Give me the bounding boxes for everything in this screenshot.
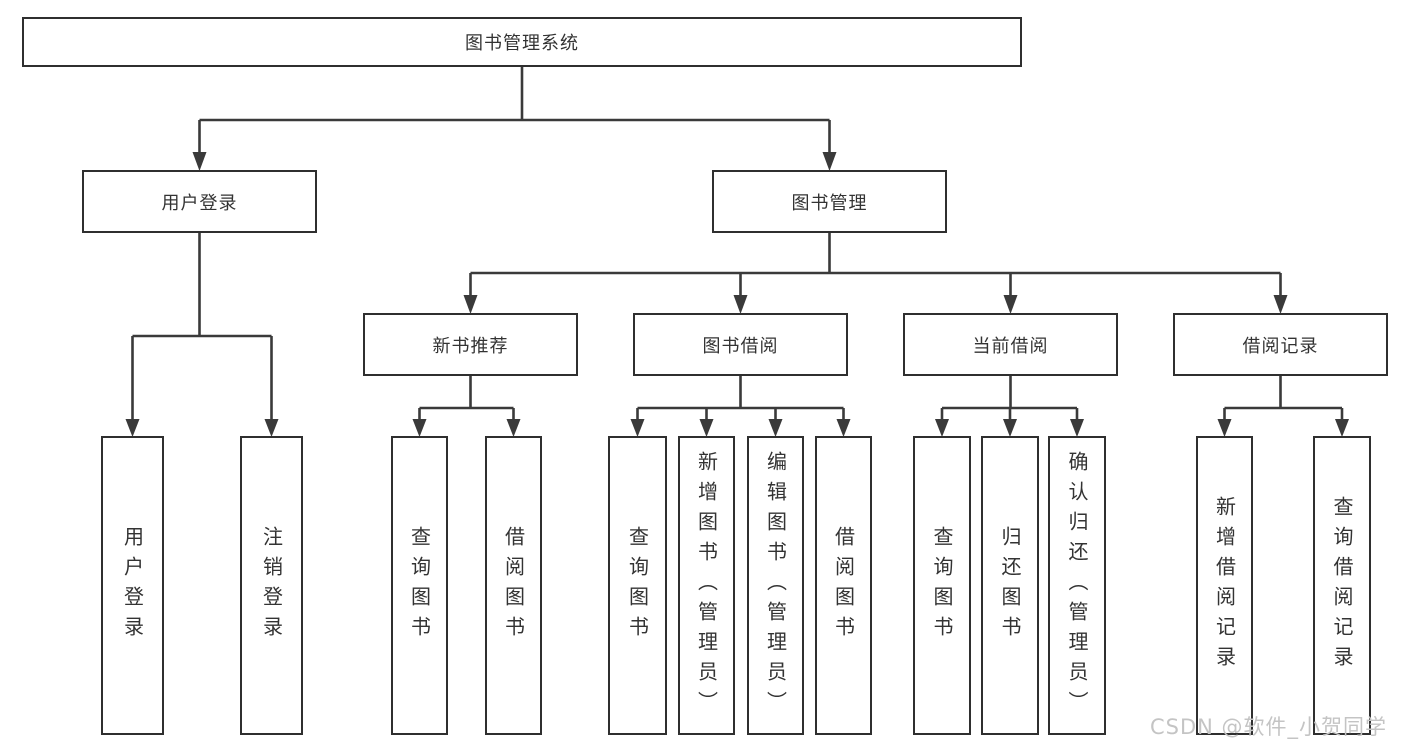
node-current-borrow: 当前借阅 <box>903 313 1118 376</box>
node-label: 图书借阅 <box>702 335 779 357</box>
leaf-label: 新增借阅记录 <box>1212 495 1237 676</box>
leaf-label: 借阅图书 <box>501 525 526 646</box>
leaf-label: 注销登录 <box>259 525 284 646</box>
node-label: 用户登录 <box>161 192 238 214</box>
leaf-return-books: 归还图书 <box>981 436 1039 735</box>
leaf-label: 用户登录 <box>120 525 145 646</box>
node-label: 借阅记录 <box>1242 335 1319 357</box>
leaf-confirm-return-admin: 确认归还（管理员） <box>1048 436 1106 735</box>
leaf-query-books-recommend: 查询图书 <box>391 436 448 735</box>
leaf-label: 新增图书（管理员） <box>694 450 719 721</box>
leaf-borrow-books-recommend: 借阅图书 <box>485 436 542 735</box>
node-label: 图书管理 <box>791 192 868 214</box>
node-label: 新书推荐 <box>432 335 509 357</box>
node-label: 图书管理系统 <box>465 33 579 54</box>
leaf-borrow-books: 借阅图书 <box>815 436 872 735</box>
leaf-label: 借阅图书 <box>831 525 856 646</box>
leaf-add-borrow-record: 新增借阅记录 <box>1196 436 1253 735</box>
leaf-label: 归还图书 <box>998 525 1022 646</box>
leaf-add-books-admin: 新增图书（管理员） <box>678 436 735 735</box>
leaf-query-books-current: 查询图书 <box>913 436 971 735</box>
leaf-label: 查询图书 <box>625 525 650 646</box>
leaf-label: 编辑图书（管理员） <box>763 450 788 721</box>
leaf-logout: 注销登录 <box>240 436 303 735</box>
leaf-edit-books-admin: 编辑图书（管理员） <box>747 436 804 735</box>
node-library-management-system: 图书管理系统 <box>22 17 1022 67</box>
leaf-label: 查询借阅记录 <box>1330 495 1354 676</box>
node-borrow-record: 借阅记录 <box>1173 313 1388 376</box>
leaf-query-borrow-record: 查询借阅记录 <box>1313 436 1371 735</box>
leaf-label: 查询图书 <box>407 525 432 646</box>
leaf-query-books-borrow: 查询图书 <box>608 436 667 735</box>
node-label: 当前借阅 <box>972 335 1049 357</box>
node-user-login: 用户登录 <box>82 170 317 233</box>
node-book-management: 图书管理 <box>712 170 947 233</box>
leaf-label: 查询图书 <box>930 525 954 646</box>
node-new-book-recommend: 新书推荐 <box>363 313 578 376</box>
leaf-user-login: 用户登录 <box>101 436 164 735</box>
leaf-label: 确认归还（管理员） <box>1065 450 1089 721</box>
node-book-borrow: 图书借阅 <box>633 313 848 376</box>
